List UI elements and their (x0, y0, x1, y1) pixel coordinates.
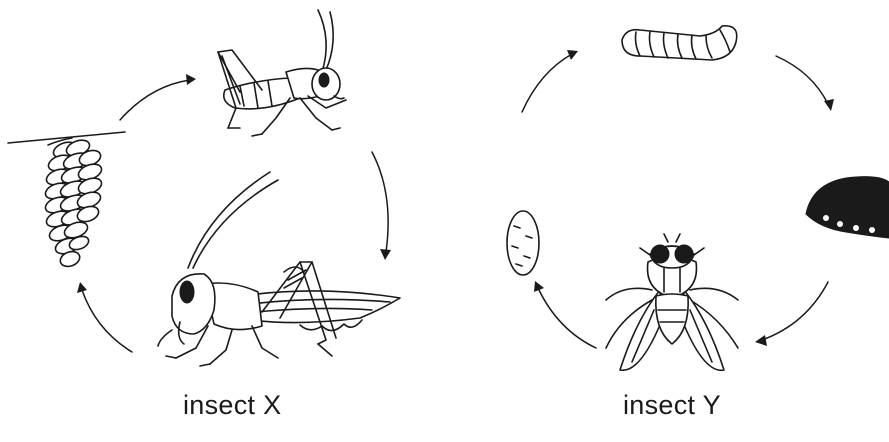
pupa-illustration (507, 211, 539, 275)
insect-x-caption: insect X (183, 390, 281, 421)
larva-illustration (622, 26, 737, 60)
insect-y-cycle (507, 26, 889, 370)
adult-grasshopper-illustration (158, 172, 400, 366)
egg-cluster-illustration (8, 132, 125, 269)
nymph-illustration (218, 10, 346, 136)
insect-x-cycle (8, 10, 400, 366)
adult-fly-illustration (606, 234, 738, 370)
insect-y-caption: insect Y (623, 390, 721, 421)
dark-larva-illustration (806, 177, 889, 238)
